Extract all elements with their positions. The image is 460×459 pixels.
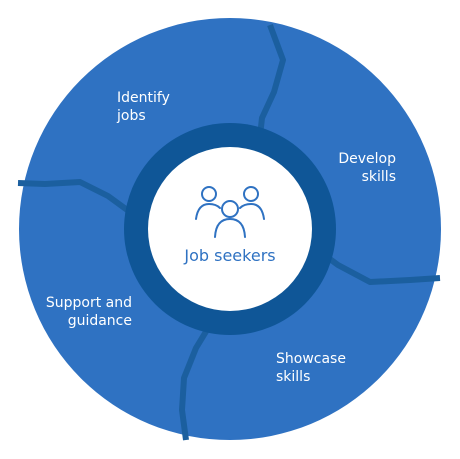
- center-circle: [148, 147, 312, 311]
- segment-label-identify-jobs: Identify jobs: [117, 90, 170, 124]
- segment-label-showcase-skills: Showcase skills: [276, 351, 346, 385]
- people-group-icon: [195, 186, 265, 238]
- center-title: Job seekers: [184, 246, 276, 265]
- divider-bottom: [179, 323, 213, 441]
- segment-label-develop-skills: Develop skills: [338, 151, 396, 185]
- divider-top: [256, 23, 286, 146]
- segment-dividers: [17, 23, 441, 441]
- divider-left: [17, 179, 132, 215]
- segment-label-support-guidance: Support and guidance: [45, 295, 132, 329]
